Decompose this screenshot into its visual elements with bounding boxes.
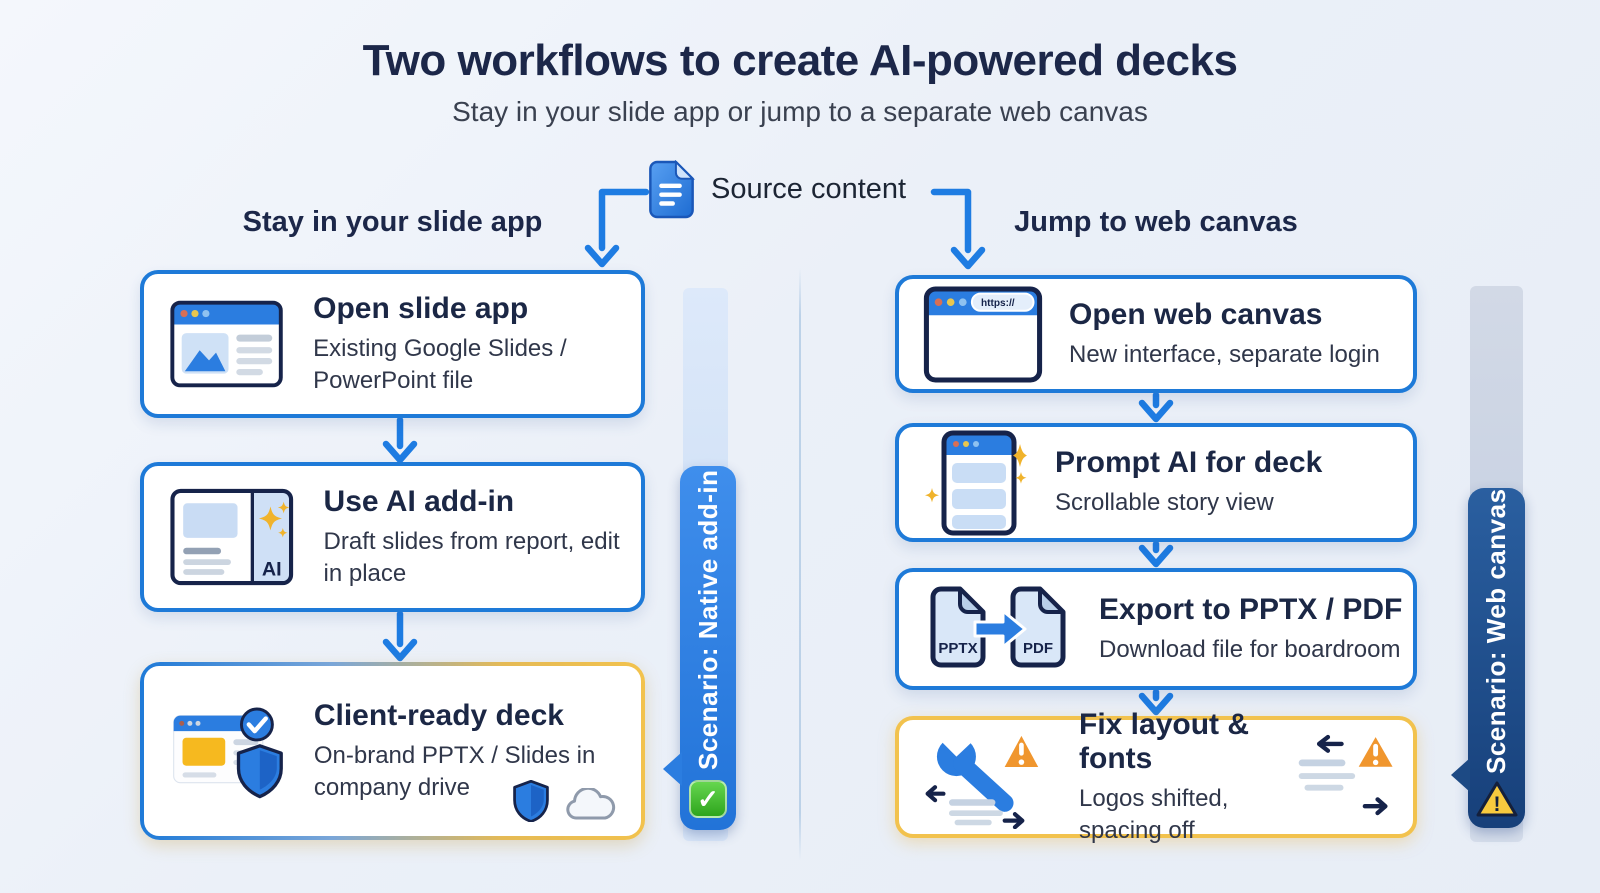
- wrench-warning-icon: [925, 725, 1043, 829]
- warning-icon: !: [1476, 781, 1517, 817]
- left-column-heading: Stay in your slide app: [242, 206, 543, 238]
- check-icon: ✓: [689, 780, 727, 818]
- step-subtitle: Scrollable story view: [1055, 489, 1274, 517]
- step-subtitle: Draft slides from report, edit in place: [323, 528, 620, 587]
- column-divider: [799, 268, 801, 860]
- step-open-slide-app: Open slide app Existing Google Slides / …: [140, 270, 645, 418]
- approved-deck-icon: [173, 707, 283, 799]
- ribbon-label: Scenario: Web canvas: [1481, 488, 1511, 774]
- step-export-pptx-pdf: PPTX PDF Export to PPTX / PDF Download f…: [895, 568, 1417, 690]
- document-icon: [649, 160, 695, 219]
- file-export-icon: PPTX PDF: [930, 586, 1066, 668]
- step-title: Fix layout & fonts: [1079, 708, 1250, 776]
- source-content-node: Source content: [648, 160, 906, 219]
- step-prompt-ai-for-deck: Prompt AI for deck Scrollable story view: [895, 423, 1417, 542]
- step-title: Prompt AI for deck: [1055, 446, 1323, 480]
- step-title: Use AI add-in: [323, 485, 515, 519]
- ai-panel-label: AI: [262, 559, 282, 581]
- step-title: Open slide app: [313, 292, 529, 326]
- cloud-icon: [566, 788, 616, 820]
- ribbon-native-addin: Scenario: Native add-in ✓: [663, 466, 736, 830]
- file-label-pptx: PPTX: [938, 640, 977, 657]
- warning-glyph: !: [1493, 793, 1500, 816]
- step-client-ready-deck: Client-ready deck On-brand PPTX / Slides…: [140, 662, 645, 840]
- page-subtitle: Stay in your slide app or jump to a sepa…: [452, 96, 1148, 127]
- step-open-web-canvas: https:// Open web canvas New interface, …: [895, 275, 1417, 393]
- step-subtitle: On-brand PPTX / Slides in company drive: [313, 742, 596, 801]
- page-title: Two workflows to create AI-powered decks: [362, 36, 1238, 85]
- ribbon-web-canvas: Scenario: Web canvas !: [1451, 488, 1525, 828]
- step-subtitle: Existing Google Slides / PowerPoint file: [313, 335, 567, 394]
- step-use-ai-addin: AI Use AI add-in Draft slides from repor…: [140, 462, 645, 612]
- trust-icons: [513, 780, 617, 822]
- right-column-heading: Jump to web canvas: [1014, 206, 1298, 238]
- ai-addin-panel-icon: AI: [170, 488, 294, 586]
- slide-app-browser-icon: [170, 300, 283, 388]
- step-title: Client-ready deck: [313, 699, 564, 733]
- source-content-label: Source content: [711, 173, 907, 205]
- web-browser-url-icon: https://: [923, 286, 1043, 382]
- step-title: Open web canvas: [1069, 297, 1323, 331]
- layout-shift-warning-icon: [1298, 732, 1397, 816]
- step-subtitle: Logos shifted, spacing off: [1079, 785, 1229, 844]
- url-text: https://: [981, 298, 1015, 309]
- file-label-pdf: PDF: [1023, 640, 1053, 657]
- step-fix-layout-fonts: Fix layout & fonts Logos shifted, spacin…: [895, 708, 1417, 844]
- story-view-icon: [925, 430, 1027, 535]
- step-subtitle: New interface, separate login: [1069, 340, 1380, 368]
- step-title: Export to PPTX / PDF: [1099, 592, 1403, 626]
- shield-icon: [513, 780, 549, 822]
- step-subtitle: Download file for boardroom: [1099, 635, 1401, 663]
- ribbon-label: Scenario: Native add-in: [692, 469, 723, 771]
